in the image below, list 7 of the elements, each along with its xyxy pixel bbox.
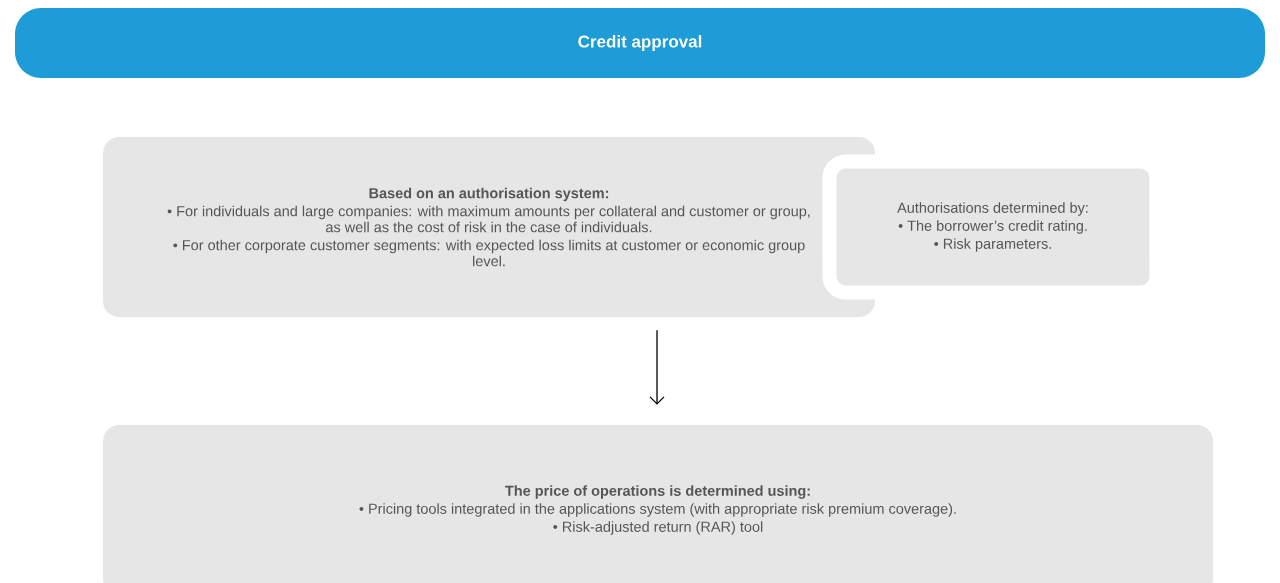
info-box: The price of operations is determined using: • Pricing tools integrated in the applications system (with appropriate risk premium coverage). • Risk-adjusted return (RAR) tool [103,425,1213,583]
node-label: • For individuals and large companies: with maximum amounts per collateral and customer or group, as well as the cost of risk in the case of individuals. [167,205,810,233]
info-box: Based on an authorisation system: • For individuals and large companies: with maximum amounts per collateral and customer or group, as well as the cost of risk in the case of individuals. • For other corporate customer segments: with expected loss limits at customer or economic group level. [103,137,875,317]
node-label: • For other corporate customer segments: with expected loss limits at customer or economic group level. [173,239,805,267]
arrow [649,329,665,405]
node-label: Based on an authorisation system: [369,187,609,202]
title-band: Credit approval [15,8,1265,78]
